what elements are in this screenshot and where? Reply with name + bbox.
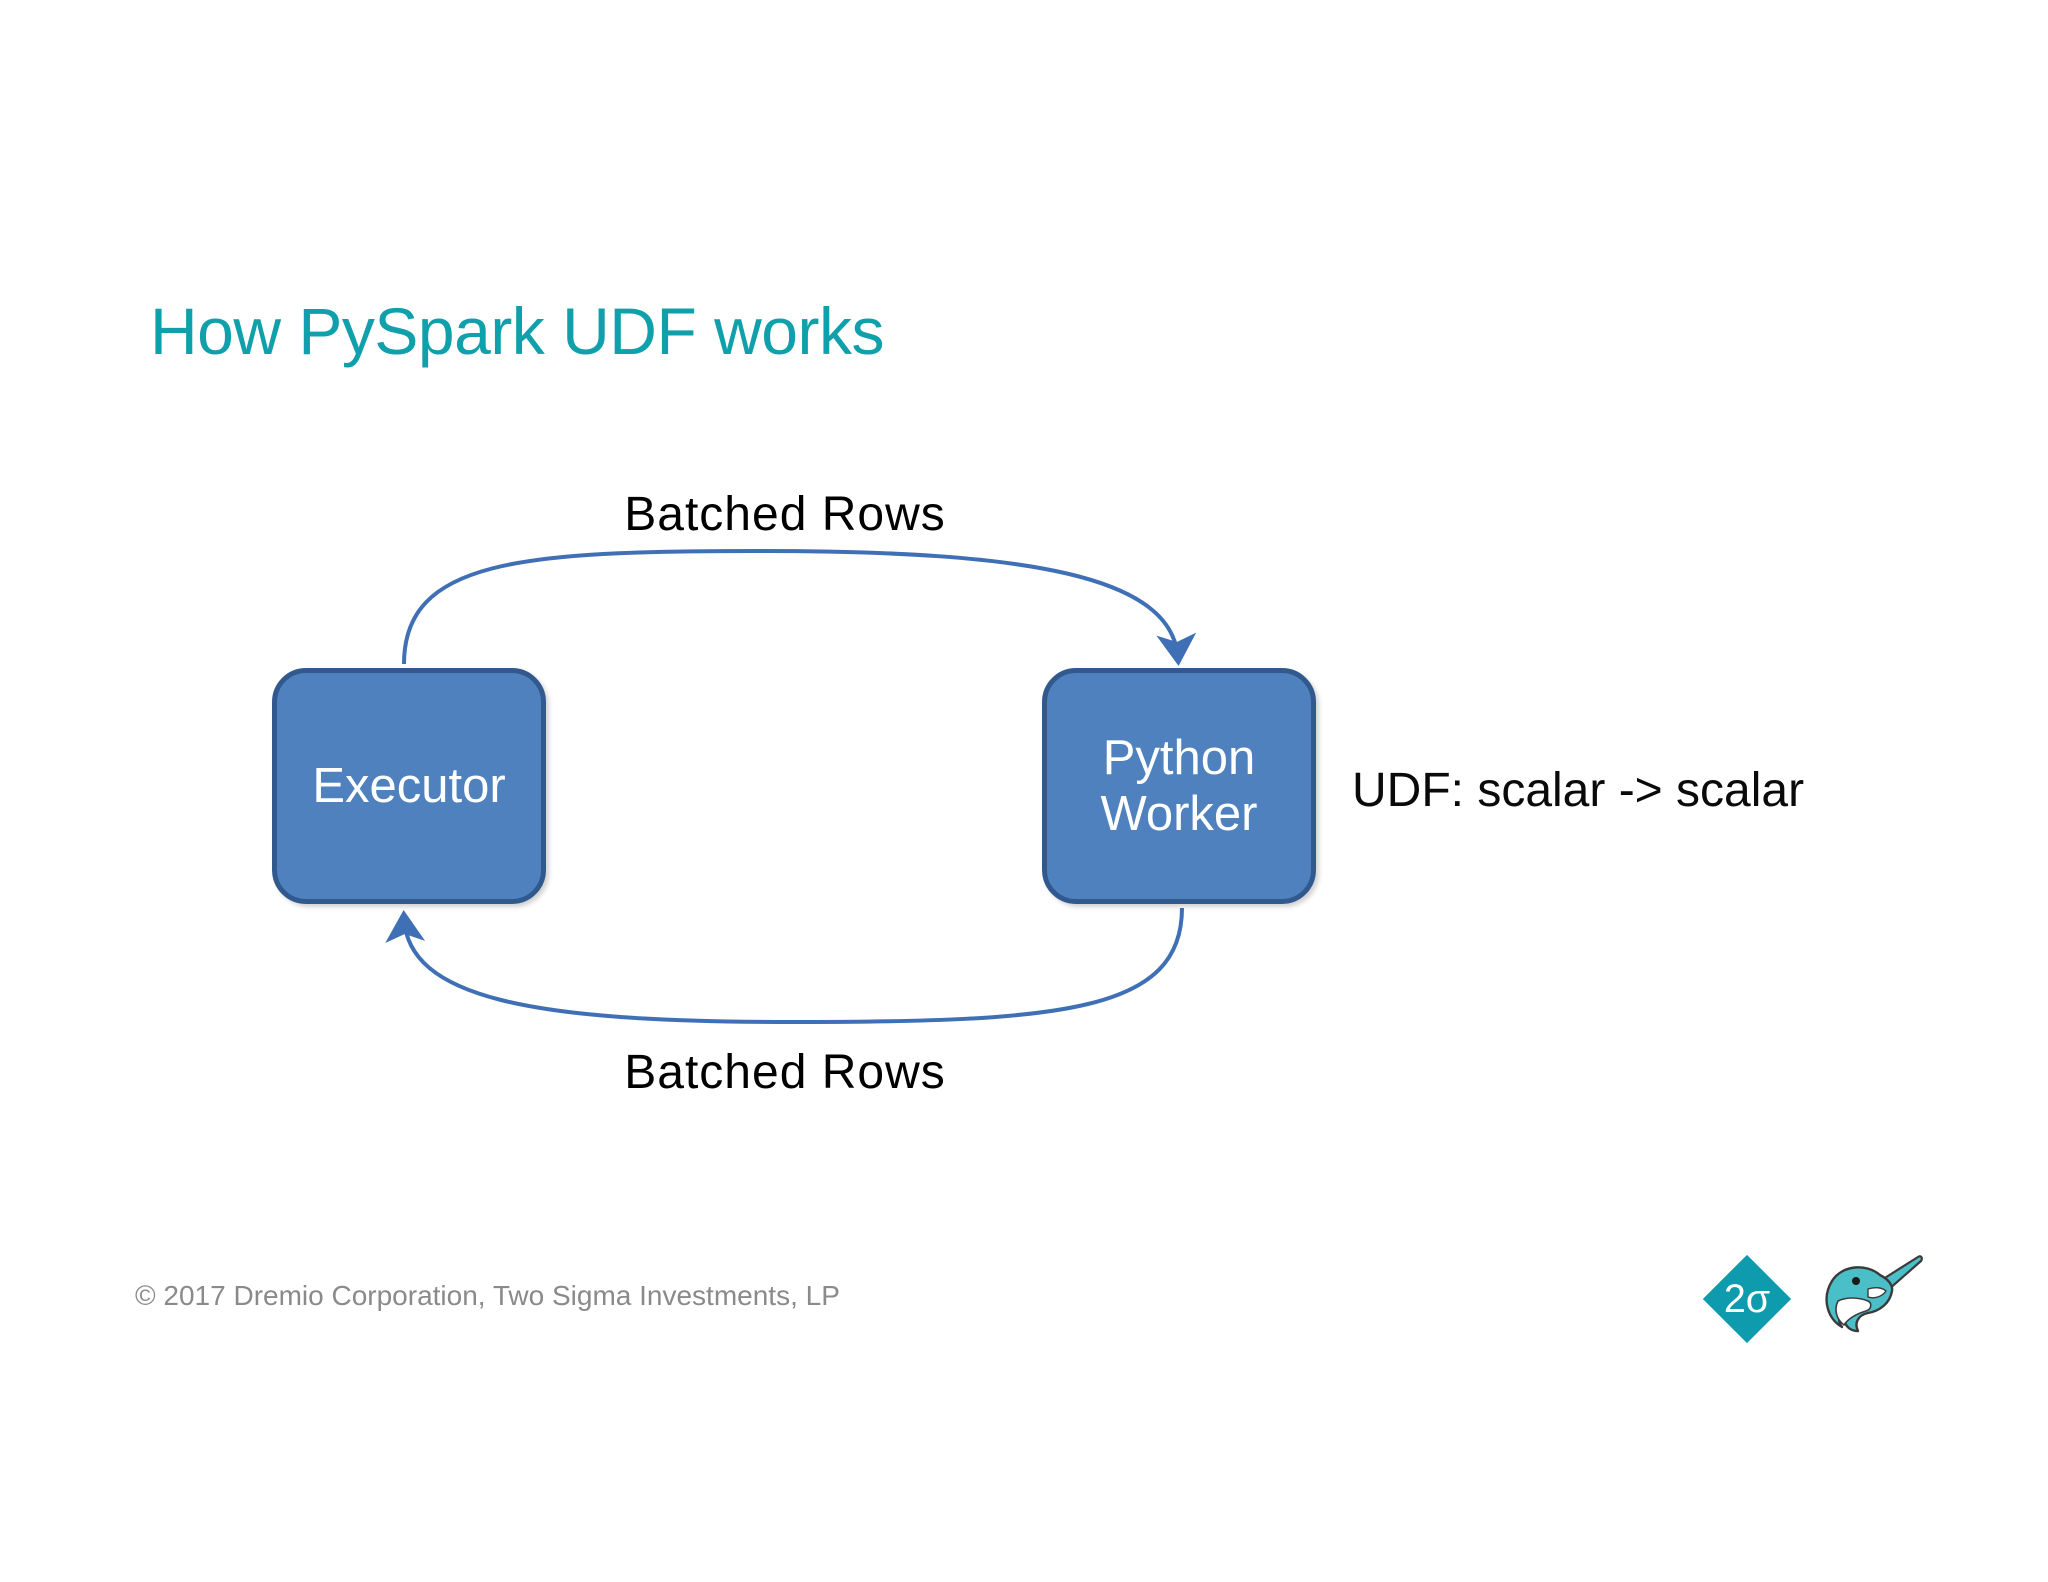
diagram-node-executor[interactable]: Executor [272,668,546,904]
arrow-python-worker-to-executor [385,907,1184,1025]
dremio-narwhal-logo-icon [1825,1255,1923,1333]
page-title: How PySpark UDF works [150,294,884,368]
node-python-worker-label-line-2: Worker [1100,787,1258,841]
two-sigma-logo-glyph: 2σ [1724,1277,1770,1321]
diagram-node-python-worker[interactable]: Python Worker [1042,668,1316,904]
arrow-executor-to-python-worker [402,548,1197,666]
two-sigma-logo-icon: 2σ [1702,1254,1792,1344]
edge-label-batched-rows-bottom: Batched Rows [624,1046,946,1099]
edge-label-batched-rows-top: Batched Rows [624,488,946,541]
node-python-worker-label-line-1: Python [1102,730,1256,785]
node-executor-label: Executor [312,758,506,813]
footer-copyright-text: © 2017 Dremio Corporation, Two Sigma Inv… [135,1280,840,1311]
udf-annotation-text: UDF: scalar -> scalar [1352,764,1805,817]
